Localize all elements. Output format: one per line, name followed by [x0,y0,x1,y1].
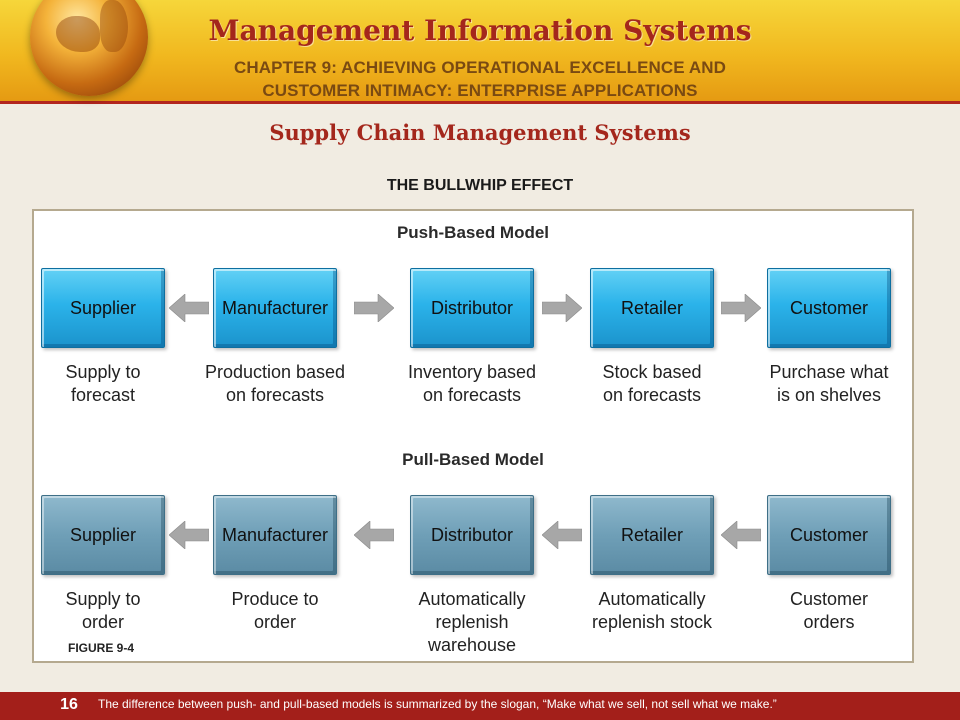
slide-footer [0,692,960,720]
section-title: Supply Chain Management Systems [269,120,691,145]
pull-node-supplier: Supplier [41,495,165,575]
caption-line: Automatically [598,589,706,609]
caption-line: replenish stock [591,612,713,632]
pull-node-manufacturer: Manufacturer [213,495,337,575]
caption-line: Purchase what [769,362,889,382]
caption-line: Stock based [602,362,702,382]
caption-line: order [253,612,297,632]
push-node-manufacturer: Manufacturer [213,268,337,348]
caption-line: Supply to [65,589,141,609]
push-node-supplier: Supplier [41,268,165,348]
caption-line: Production based [204,362,346,382]
push-node-distributor: Distributor [410,268,534,348]
bullwhip-diagram-panel: Push-Based Model Pull-Based Model FIGURE… [32,209,914,663]
caption-line: on forecasts [602,385,702,405]
caption-line: Supply to [65,362,141,382]
pull-caption-supplier: Supply to order [15,588,191,634]
caption-line: is on shelves [776,385,882,405]
caption-line: orders [803,612,855,632]
pull-arrow-left-icon [354,521,394,549]
slide-header: Management Information Systems CHAPTER 9… [0,0,960,104]
chapter-subtitle-line-1: CHAPTER 9: ACHIEVING OPERATIONAL EXCELLE… [233,58,727,77]
pull-node-customer: Customer [767,495,891,575]
push-caption-supplier: Supply to forecast [15,361,191,407]
caption-line: Produce to [231,589,319,609]
caption-line: Inventory based [407,362,537,382]
pull-arrow-left-icon [542,521,582,549]
push-caption-customer: Purchase what is on shelves [741,361,917,407]
push-node-retailer: Retailer [590,268,714,348]
push-node-customer: Customer [767,268,891,348]
pull-caption-distributor: Automatically replenish warehouse [384,588,560,657]
push-arrow-right-icon [354,294,394,322]
push-arrow-right-icon [542,294,582,322]
pull-model-title: Pull-Based Model [402,450,544,469]
caption-line: Automatically [418,589,526,609]
globe-logo-icon [30,0,148,96]
caption-line: replenish [435,612,509,632]
course-title: Management Information Systems [208,14,752,47]
push-caption-manufacturer: Production based on forecasts [187,361,363,407]
push-caption-distributor: Inventory based on forecasts [384,361,560,407]
pull-node-distributor: Distributor [410,495,534,575]
push-arrow-left-icon [169,294,209,322]
chapter-subtitle: CHAPTER 9: ACHIEVING OPERATIONAL EXCELLE… [160,56,800,102]
caption-line: order [81,612,125,632]
chapter-subtitle-line-2: CUSTOMER INTIMACY: ENTERPRISE APPLICATIO… [262,81,698,100]
page-number: 16 [60,696,78,713]
caption-line: warehouse [427,635,517,655]
pull-caption-customer: Customer orders [741,588,917,634]
footer-note: The difference between push- and pull-ba… [98,697,777,711]
pull-caption-manufacturer: Produce to order [187,588,363,634]
pull-arrow-left-icon [721,521,761,549]
figure-label: FIGURE 9-4 [68,641,135,655]
push-arrow-right-icon [721,294,761,322]
figure-title: THE BULLWHIP EFFECT [386,177,574,194]
caption-line: Customer [789,589,869,609]
caption-line: on forecasts [225,385,325,405]
push-model-title: Push-Based Model [396,223,550,242]
pull-node-retailer: Retailer [590,495,714,575]
caption-line: on forecasts [422,385,522,405]
pull-caption-retailer: Automatically replenish stock [564,588,740,634]
pull-arrow-left-icon [169,521,209,549]
caption-line: forecast [70,385,136,405]
push-caption-retailer: Stock based on forecasts [564,361,740,407]
